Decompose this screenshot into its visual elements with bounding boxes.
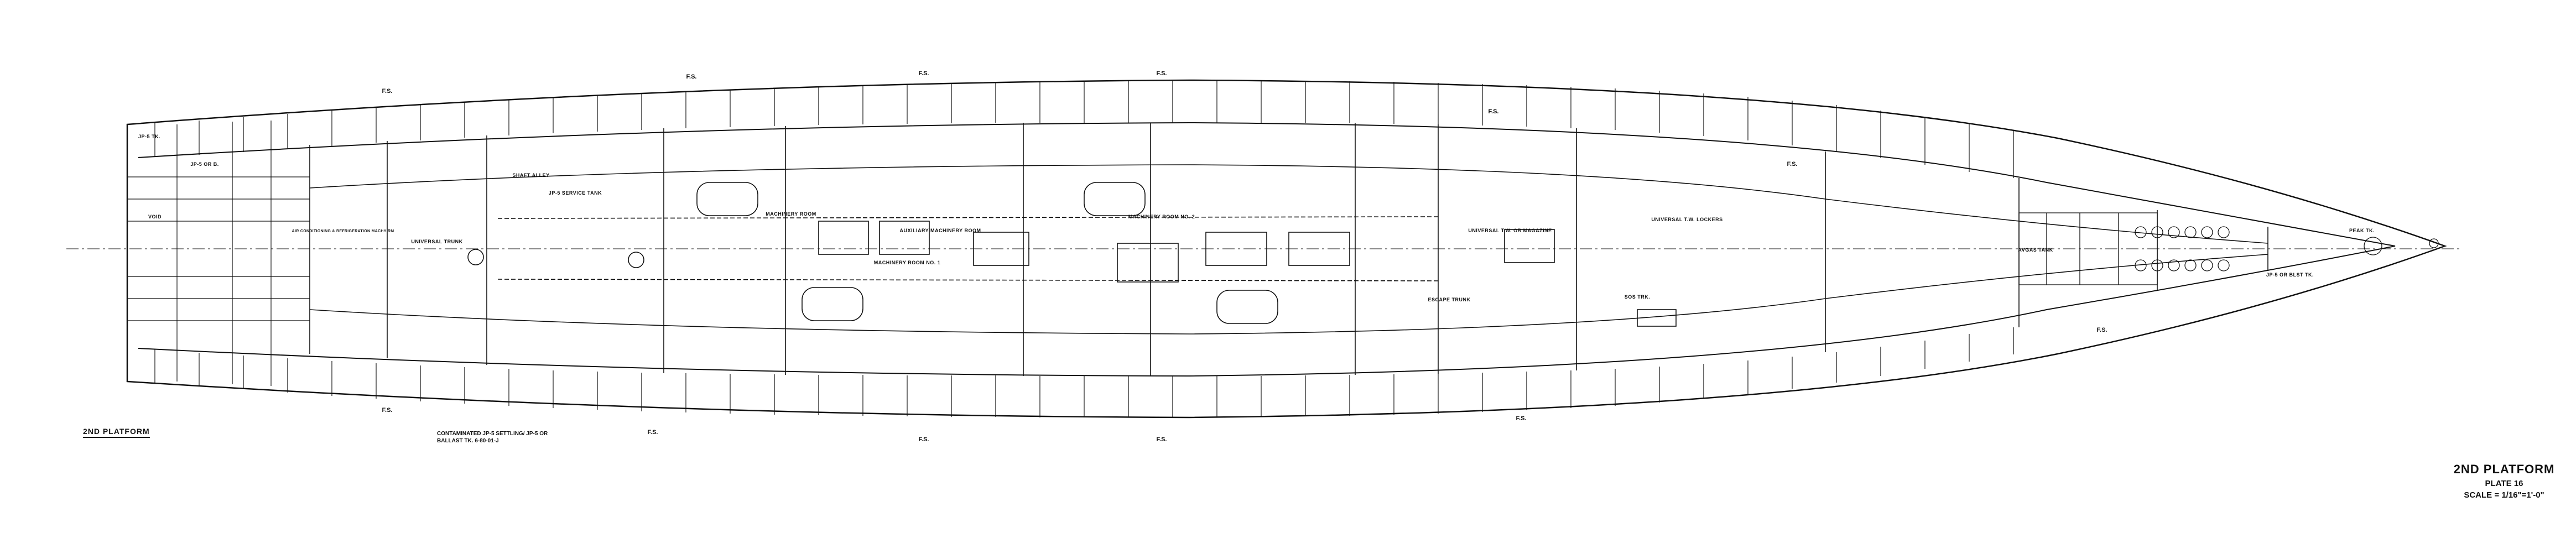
compartment-label: MACHINERY ROOM: [766, 211, 816, 217]
compartment-labels: JP-5 TK. JP-5 OR B. VOID AIR CONDITIONIN…: [138, 134, 2375, 302]
frame-mark: F.S.: [1157, 436, 1167, 443]
compartment-label: UNIVERSAL TRUNK: [411, 239, 462, 244]
frame-mark: F.S.: [1787, 161, 1798, 168]
frame-mark: F.S.: [382, 407, 393, 414]
compartment-label: AIR CONDITIONING & REFRIGERATION MACHY R…: [292, 229, 394, 233]
compartment-label: JP-5 SERVICE TANK: [549, 190, 602, 196]
compartment-label: SOS TRK.: [1625, 294, 1651, 300]
frame-mark: F.S.: [919, 436, 929, 443]
bulkheads: [309, 123, 2268, 376]
compartment-label: JP-5 OR B.: [190, 161, 219, 167]
frame-mark: F.S.: [382, 88, 393, 95]
frame-mark: F.S.: [1516, 415, 1527, 422]
aft-tank-grid: [127, 121, 310, 386]
compartment-label: AUXILIARY MACHINERY ROOM: [899, 228, 981, 233]
drawing-scale: SCALE = 1/16"=1'-0": [2464, 490, 2544, 500]
compartment-label: MACHINERY ROOM NO. 2: [1128, 214, 1195, 220]
title-block: 2ND PLATFORM PLATE 16 SCALE = 1/16"=1'-0…: [2443, 462, 2565, 500]
compartment-label: UNIVERSAL T.W. LOCKERS: [1651, 217, 1722, 222]
frame-lines: [154, 81, 2014, 417]
compartment-label: UNIVERSAL T.W. OR MAGAZINE: [1468, 228, 1552, 233]
frame-mark: F.S.: [1489, 108, 1499, 115]
frame-mark: F.S.: [648, 429, 658, 436]
level-label: 2ND PLATFORM: [83, 427, 150, 438]
plate-number: PLATE 16: [2485, 479, 2523, 488]
drawing-title: 2ND PLATFORM: [2453, 462, 2555, 476]
compartment-label: VOID: [148, 214, 162, 220]
frame-mark: F.S.: [2097, 327, 2107, 333]
frame-mark: F.S.: [919, 70, 929, 77]
bow-compartments: [2018, 212, 2439, 285]
frame-station-marks: F.S. F.S. F.S. F.S. F.S. F.S. F.S. F.S. …: [382, 70, 2107, 443]
compartment-label: JP-5 TK.: [138, 134, 160, 139]
compartment-label: AVGAS TANK: [2018, 247, 2053, 253]
compartment-label: SHAFT ALLEY: [512, 173, 549, 178]
tank-note: CONTAMINATED JP-5 SETTLING/ JP-5 OR BALL…: [437, 431, 548, 444]
frame-mark: F.S.: [1157, 70, 1167, 77]
hull-outline: [66, 79, 2461, 419]
compartment-label: MACHINERY ROOM NO. 1: [874, 260, 941, 265]
machinery: [467, 182, 1677, 327]
frame-mark: F.S.: [686, 74, 697, 80]
compartment-label: JP-5 OR BLST TK.: [2266, 272, 2314, 278]
compartment-label: ESCAPE TRUNK: [1428, 297, 1470, 302]
compartment-label: PEAK TK.: [2349, 228, 2375, 233]
